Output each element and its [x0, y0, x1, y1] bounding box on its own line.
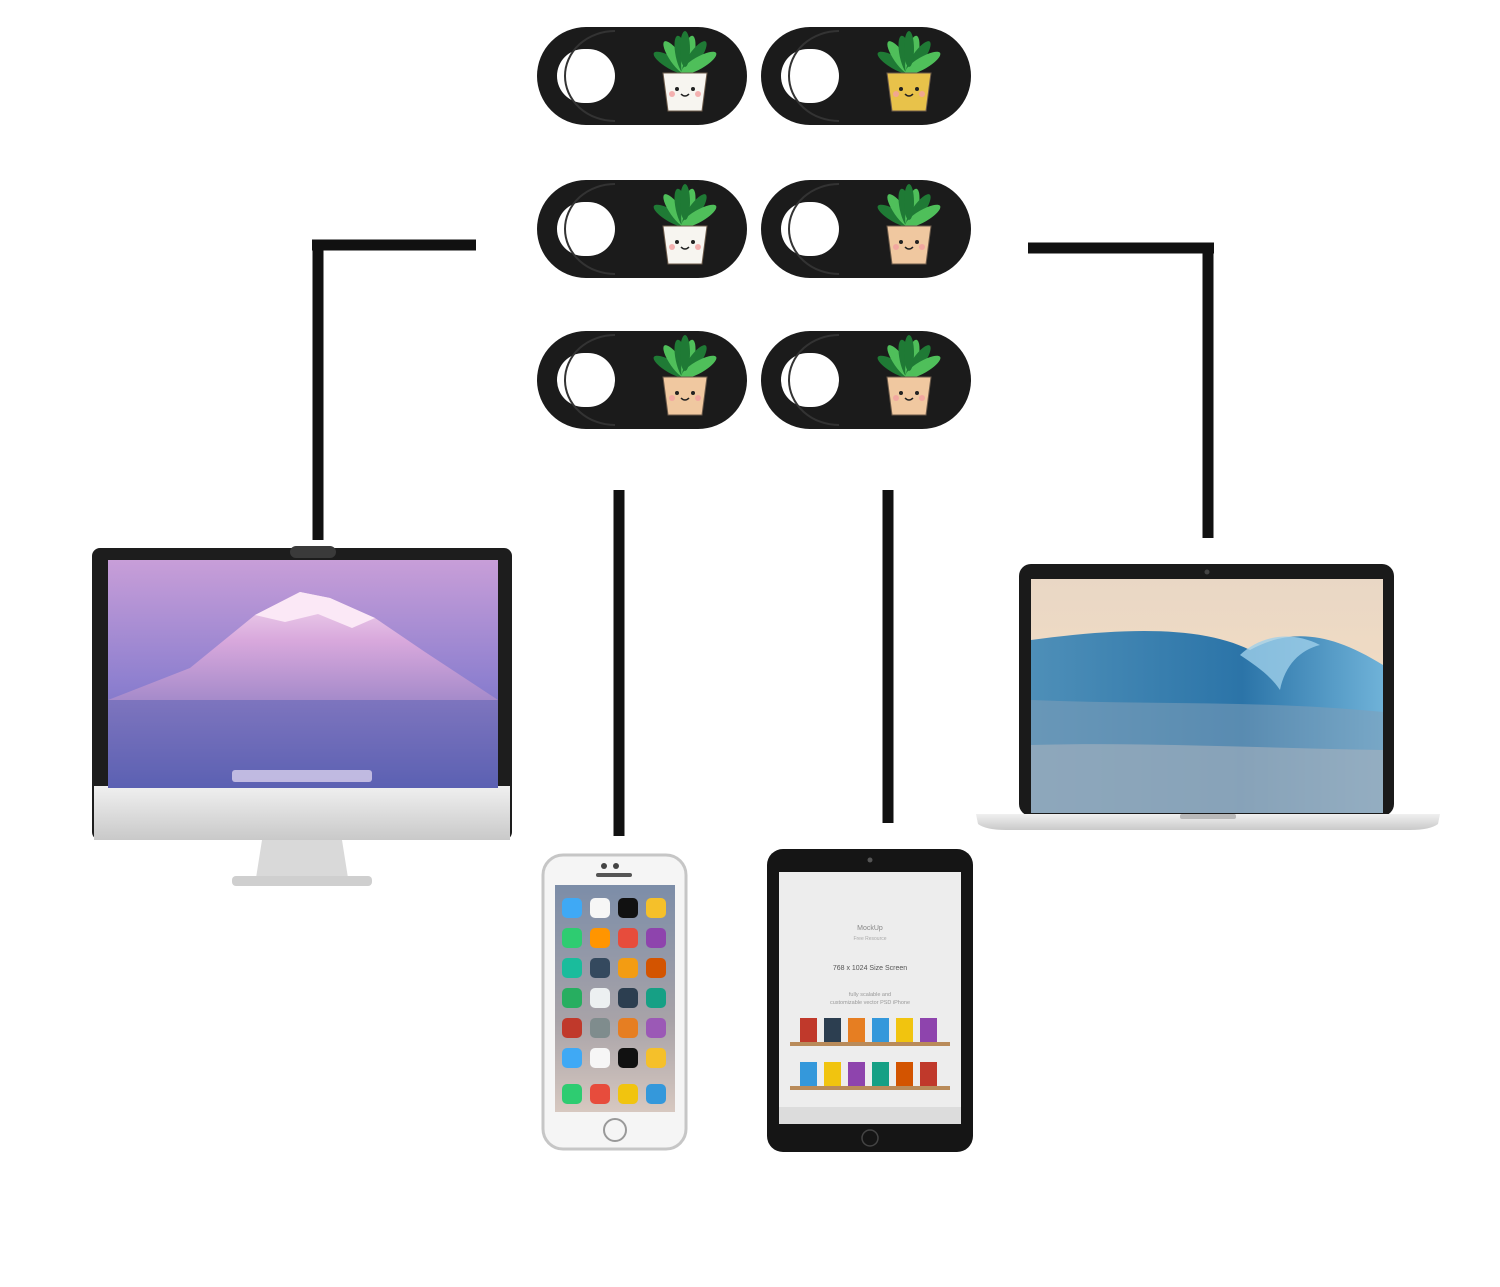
mockup-heading: 768 x 1024 Size Screen: [833, 965, 907, 972]
app-icon: [562, 928, 582, 948]
ipad: MockUp Free Resource 768 x 1024 Size Scr…: [767, 849, 973, 1152]
book-cover: [920, 1062, 937, 1086]
webcam-cover-monstera: [761, 180, 971, 278]
connector-lines: [312, 239, 1214, 836]
plant-leaves-icon: [877, 31, 941, 75]
app-icon: [590, 898, 610, 918]
app-icon: [590, 1048, 610, 1068]
book-cover: [920, 1018, 937, 1042]
app-icon: [618, 928, 638, 948]
flower-pot-icon: [662, 225, 708, 265]
dock-app-icon: [646, 1084, 666, 1104]
plant-leaves-icon: [653, 335, 717, 379]
mockup-title: MockUp: [857, 925, 883, 932]
book-cover: [896, 1018, 913, 1042]
app-icon: [590, 1018, 610, 1038]
flower-pot-icon: [886, 225, 932, 265]
app-icon: [562, 958, 582, 978]
app-icon: [646, 1018, 666, 1038]
book-cover: [848, 1018, 865, 1042]
app-icon: [562, 1048, 582, 1068]
phone-app-grid: [562, 898, 666, 1104]
dock: [232, 770, 372, 782]
dock-app-icon: [618, 1084, 638, 1104]
app-icon: [646, 898, 666, 918]
plant-leaves-icon: [653, 31, 717, 75]
mockup-body-line2: customizable vector PSD iPhone: [830, 1000, 910, 1006]
book-cover: [848, 1062, 865, 1086]
app-icon: [590, 958, 610, 978]
monitor-webcam-cover: [290, 546, 336, 558]
plant-leaves-icon: [877, 184, 941, 228]
shelf: [790, 1086, 950, 1090]
home-button: [861, 1129, 879, 1147]
plant-leaves-icon: [877, 335, 941, 379]
app-icon: [618, 898, 638, 918]
dock-app-icon: [590, 1084, 610, 1104]
webcam-cover-pilea: [761, 27, 971, 125]
app-icon: [618, 1018, 638, 1038]
bookshelf: [790, 1018, 950, 1090]
app-icon: [562, 988, 582, 1008]
macbook-laptop: [976, 564, 1440, 830]
book-cover: [824, 1018, 841, 1042]
monitor-stand: [256, 840, 348, 878]
webcam-cover-grid: [537, 27, 971, 429]
webcam-cover-aloe: [537, 180, 747, 278]
app-icon: [646, 928, 666, 948]
book-cover: [800, 1062, 817, 1086]
book-cover: [824, 1062, 841, 1086]
webcam-cover-calathea: [537, 331, 747, 429]
webcam-cover-fern: [761, 331, 971, 429]
book-cover: [800, 1018, 817, 1042]
app-icon: [562, 898, 582, 918]
app-icon: [646, 1048, 666, 1068]
dock-app-icon: [562, 1084, 582, 1104]
mockup-subtitle: Free Resource: [853, 936, 886, 942]
laptop-base: [976, 814, 1440, 830]
iphone: [541, 853, 688, 1151]
plant-leaves-icon: [653, 184, 717, 228]
app-icon: [646, 958, 666, 978]
imac-monitor: [92, 546, 512, 886]
app-icon: [590, 928, 610, 948]
flower-pot-icon: [662, 376, 708, 416]
app-icon: [562, 1018, 582, 1038]
shelf: [790, 1042, 950, 1046]
book-cover: [896, 1062, 913, 1086]
app-icon: [590, 988, 610, 1008]
home-button: [603, 1118, 627, 1142]
app-icon: [618, 958, 638, 978]
book-cover: [872, 1018, 889, 1042]
book-cover: [872, 1062, 889, 1086]
app-icon: [618, 988, 638, 1008]
flower-pot-icon: [886, 72, 932, 112]
mockup-body-line1: fully scalable and: [849, 992, 891, 998]
flower-pot-icon: [662, 72, 708, 112]
app-icon: [618, 1048, 638, 1068]
webcam-cover-snake-plant: [537, 27, 747, 125]
app-icon: [646, 988, 666, 1008]
flower-pot-icon: [886, 376, 932, 416]
